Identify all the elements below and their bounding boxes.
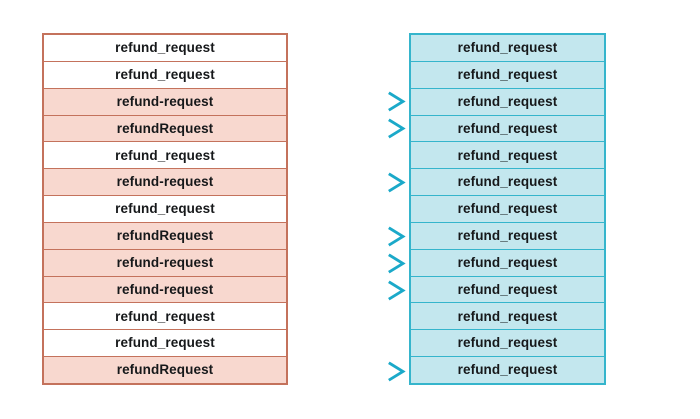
target-row: refund_request [411, 249, 604, 277]
source-row: refund_request [44, 330, 286, 358]
target-row: refund_request [411, 169, 604, 197]
target-row: refund_request [411, 196, 604, 223]
source-row: refund_request [44, 35, 286, 62]
target-row: refund_request [411, 330, 604, 358]
source-row: refundRequest [44, 115, 286, 143]
target-row: refund_request [411, 35, 604, 62]
mapping-arrow-head [388, 361, 406, 382]
target-row: refund_request [411, 303, 604, 331]
mapping-arrow-head [388, 118, 406, 139]
source-row: refund_request [44, 142, 286, 170]
mapping-arrow-head [388, 280, 406, 301]
target-row: refund_request [411, 142, 604, 170]
source-row: refund-request [44, 88, 286, 116]
target-row: refund_request [411, 276, 604, 304]
source-row: refund-request [44, 249, 286, 277]
target-row: refund_request [411, 357, 604, 383]
source-row: refund-request [44, 276, 286, 304]
target-row: refund_request [411, 115, 604, 143]
mapping-arrow-head [388, 226, 406, 247]
source-row: refund_request [44, 196, 286, 223]
mapping-arrow-head [388, 172, 406, 193]
target-row: refund_request [411, 61, 604, 89]
source-row: refundRequest [44, 357, 286, 383]
mapping-arrow-head [388, 253, 406, 274]
source-row: refund_request [44, 303, 286, 331]
target-row: refund_request [411, 222, 604, 250]
target-row: refund_request [411, 88, 604, 116]
mapping-arrow-head [388, 91, 406, 112]
source-row: refund-request [44, 169, 286, 197]
source-row: refund_request [44, 61, 286, 89]
source-row: refundRequest [44, 222, 286, 250]
